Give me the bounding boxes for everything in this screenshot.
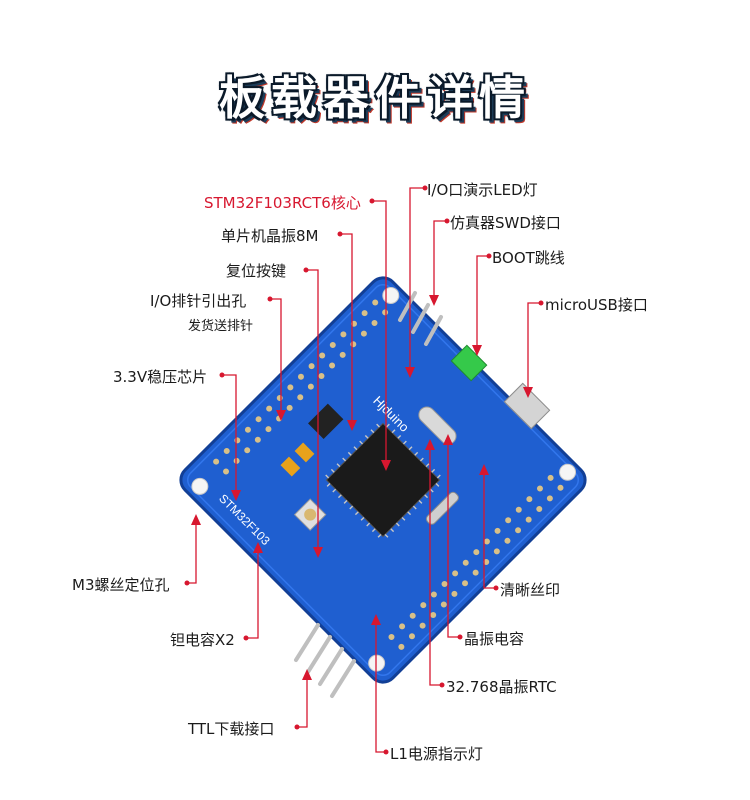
callout-arrows — [191, 295, 533, 680]
led-swd-pins — [398, 291, 443, 346]
callout-tantalum: 钽电容X2 — [170, 631, 235, 649]
callout-boot: BOOT跳线 — [492, 249, 565, 267]
callout-crystal-cap: 晶振电容 — [464, 630, 525, 648]
callout-regulator: 3.3V稳压芯片 — [113, 368, 208, 386]
callout-swd: 仿真器SWD接口 — [450, 214, 561, 232]
callout-led-io: I/O口演示LED灯 — [427, 181, 538, 199]
callout-rtc: 32.768晶振RTC — [446, 678, 557, 696]
crystal-8m — [418, 406, 457, 445]
callout-ttl: TTL下载接口 — [188, 720, 275, 738]
callout-power-led: L1电源指示灯 — [390, 745, 483, 763]
mcu-chip — [325, 422, 441, 538]
callout-dots — [184, 185, 544, 755]
ttl-pins — [294, 623, 356, 698]
callout-mcu: STM32F103RCT6核心 — [204, 194, 361, 212]
regulator-chip — [308, 403, 344, 439]
reset-button-cap — [304, 508, 317, 521]
io-header-holes-right — [388, 474, 564, 650]
callout-io-header: I/O排针引出孔 — [150, 292, 247, 310]
callout-mount-hole: M3螺丝定位孔 — [72, 576, 170, 594]
callout-silkscreen: 清晰丝印 — [500, 581, 561, 599]
callout-io-header-note: 发货送排针 — [188, 319, 254, 334]
callout-crystal-8m: 单片机晶振8M — [221, 227, 319, 245]
tantalum-cap-1 — [294, 442, 315, 463]
callout-reset: 复位按键 — [226, 262, 287, 280]
micro-usb-port — [503, 382, 551, 430]
callout-lines — [187, 187, 541, 753]
callout-usb: microUSB接口 — [545, 296, 648, 314]
rtc-crystal — [425, 491, 459, 525]
tantalum-cap-2 — [280, 456, 301, 477]
page-title: 板载器件详情 — [219, 71, 531, 125]
